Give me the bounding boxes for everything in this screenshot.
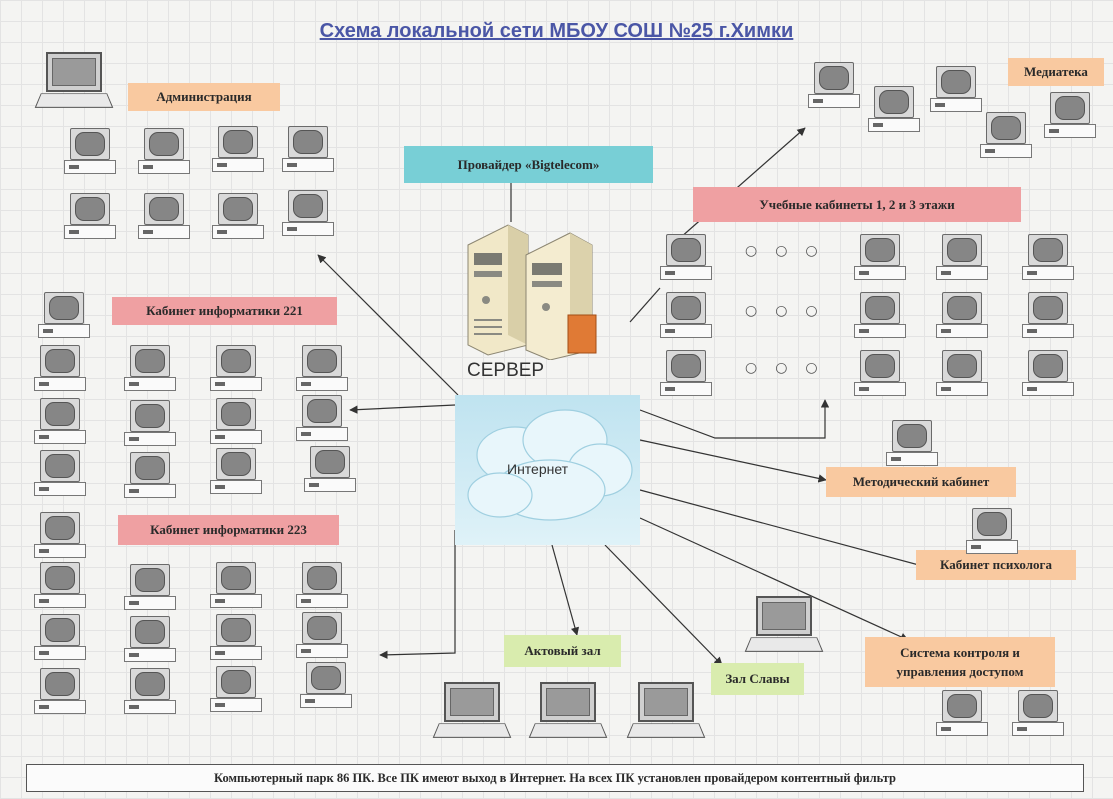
link-to-informatics-223	[379, 530, 456, 659]
link-to-classrooms	[639, 399, 830, 439]
computer-icon	[124, 345, 176, 391]
ellipsis-dots: ○○○	[745, 303, 836, 319]
computer-icon	[124, 668, 176, 714]
link-to-informatics-221	[349, 404, 456, 414]
computer-icon	[854, 234, 906, 280]
computer-icon	[936, 234, 988, 280]
computer-icon	[64, 128, 116, 174]
access-control-line-2: управления доступом	[896, 664, 1024, 679]
computer-icon	[282, 190, 334, 236]
laptop-icon	[432, 682, 512, 742]
laptop-icon	[528, 682, 608, 742]
assembly-hall-label: Актовый зал	[504, 635, 621, 667]
computer-icon	[660, 234, 712, 280]
link-to-psychologist	[639, 489, 931, 571]
computer-icon	[930, 66, 982, 112]
ellipsis-dots: ○○○	[745, 360, 836, 376]
computer-icon	[660, 292, 712, 338]
computer-icon	[296, 562, 348, 608]
computer-icon	[212, 126, 264, 172]
computer-icon	[210, 345, 262, 391]
computer-icon	[34, 345, 86, 391]
computer-icon	[300, 662, 352, 708]
computer-icon	[124, 400, 176, 446]
admin-laptop-icon	[34, 52, 114, 112]
computer-icon	[1012, 690, 1064, 736]
computer-icon	[34, 450, 86, 496]
computer-icon	[64, 193, 116, 239]
computer-icon	[210, 448, 262, 494]
computer-icon	[1022, 234, 1074, 280]
computer-icon	[282, 126, 334, 172]
server-label: СЕРВЕР	[467, 360, 545, 381]
laptop-icon	[626, 682, 706, 742]
computer-icon	[124, 616, 176, 662]
footer-note: Компьютерный парк 86 ПК. Все ПК имеют вы…	[26, 764, 1084, 792]
computer-icon	[124, 564, 176, 610]
computer-icon	[868, 86, 920, 132]
link-to-access-control	[639, 517, 909, 641]
computer-icon	[936, 690, 988, 736]
provider-label: Провайдер «Bigtelecom»	[404, 146, 653, 183]
administration-label: Администрация	[128, 83, 280, 111]
computer-icon	[210, 666, 262, 712]
computer-icon	[854, 350, 906, 396]
computer-icon	[210, 614, 262, 660]
laptop-icon	[744, 596, 824, 656]
computer-icon	[296, 612, 348, 658]
computer-icon	[1022, 350, 1074, 396]
computer-icon	[886, 420, 938, 466]
link-server-classrooms	[629, 287, 661, 323]
computer-icon	[34, 668, 86, 714]
computer-icon	[936, 292, 988, 338]
computer-icon	[296, 395, 348, 441]
psychologist-label: Кабинет психолога	[916, 550, 1076, 580]
mediateka-label: Медиатека	[1008, 58, 1104, 86]
computer-icon	[980, 112, 1032, 158]
computer-icon	[34, 512, 86, 558]
computer-icon	[38, 292, 90, 338]
computer-icon	[34, 614, 86, 660]
link-to-assembly-hall	[551, 544, 580, 636]
computer-icon	[936, 350, 988, 396]
computer-icon	[34, 398, 86, 444]
methodical-label: Методический кабинет	[826, 467, 1016, 497]
access-control-label: Система контроля и управления доступом	[865, 637, 1055, 687]
computer-icon	[212, 193, 264, 239]
computer-icon	[808, 62, 860, 108]
computer-icon	[210, 562, 262, 608]
computer-icon	[34, 562, 86, 608]
computer-icon	[660, 350, 712, 396]
link-to-glory-hall	[604, 544, 723, 666]
computer-icon	[138, 193, 190, 239]
internet-label: Интернет	[507, 461, 569, 477]
diagram-title: Схема локальной сети МБОУ СОШ №25 г.Химк…	[319, 20, 794, 42]
computer-icon	[210, 398, 262, 444]
internet-cloud: Интернет	[455, 395, 640, 545]
informatics-223-label: Кабинет информатики 223	[118, 515, 339, 545]
computer-icon	[966, 508, 1018, 554]
computer-icon	[124, 452, 176, 498]
link-to-methodical	[639, 439, 827, 483]
link-to-administration	[317, 254, 459, 396]
computer-icon	[1022, 292, 1074, 338]
server-icon	[467, 224, 597, 360]
computer-icon	[138, 128, 190, 174]
computer-icon	[296, 345, 348, 391]
glory-hall-label: Зал Славы	[711, 663, 804, 695]
computer-icon	[1044, 92, 1096, 138]
computer-icon	[854, 292, 906, 338]
classrooms-label: Учебные кабинеты 1, 2 и 3 этажи	[693, 187, 1021, 222]
cloud-icon	[467, 409, 633, 521]
access-control-line-1: Система контроля и	[900, 645, 1020, 660]
informatics-221-label: Кабинет информатики 221	[112, 297, 337, 325]
ellipsis-dots: ○○○	[745, 243, 836, 259]
computer-icon	[304, 446, 356, 492]
